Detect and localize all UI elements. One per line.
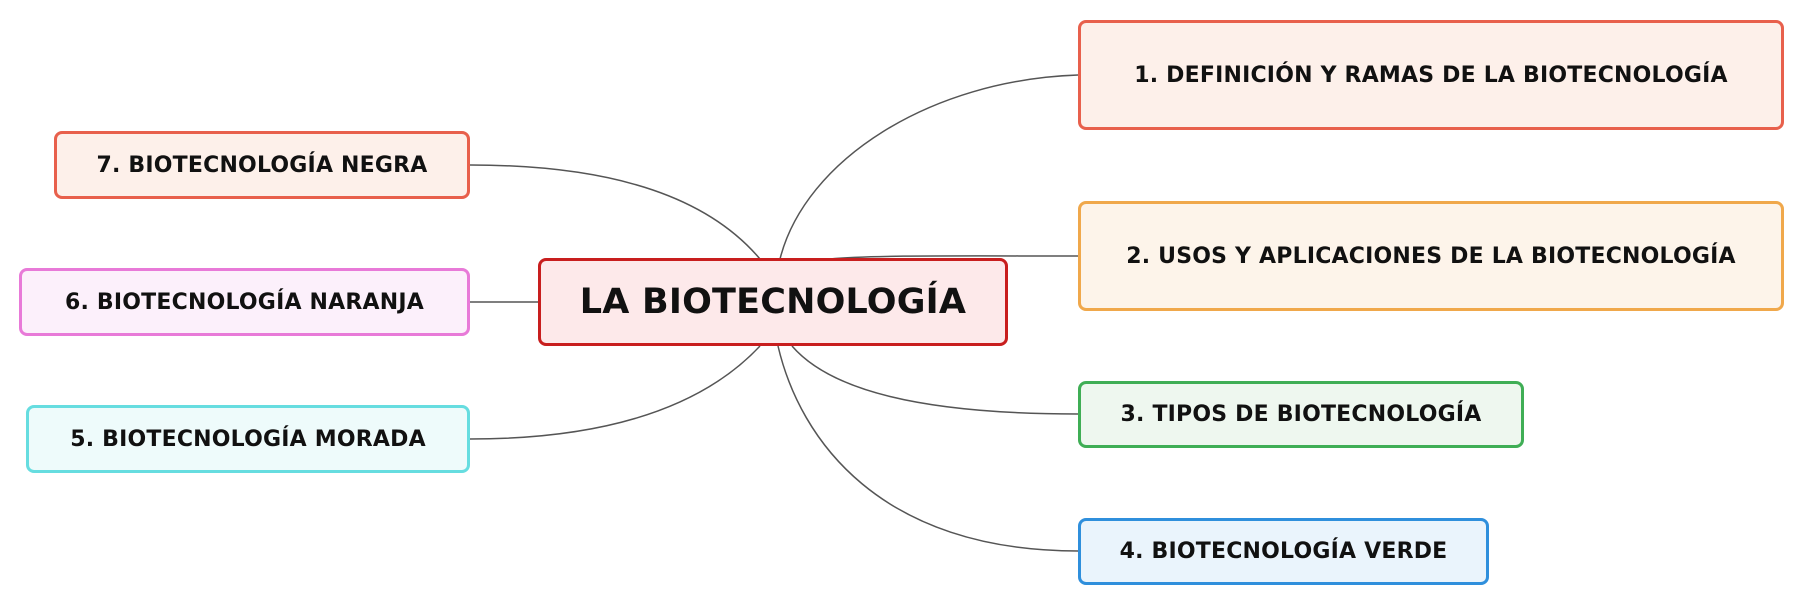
connector-negra bbox=[469, 164, 761, 260]
connector-morada bbox=[469, 345, 761, 440]
connector-tipos bbox=[791, 345, 1079, 415]
root-topic-label: LA BIOTECNOLOGÍA bbox=[579, 282, 967, 322]
branch-label: 6. BIOTECNOLOGÍA NARANJA bbox=[65, 289, 424, 315]
connector-usos bbox=[829, 255, 1079, 260]
connector-verde bbox=[777, 345, 1079, 552]
branch-tipos[interactable]: 3. TIPOS DE BIOTECNOLOGÍA bbox=[1078, 381, 1524, 448]
branch-label: 5. BIOTECNOLOGÍA MORADA bbox=[70, 426, 426, 452]
branch-label: 4. BIOTECNOLOGÍA VERDE bbox=[1119, 539, 1448, 564]
branch-biotecnologia-morada[interactable]: 5. BIOTECNOLOGÍA MORADA bbox=[26, 405, 470, 473]
branch-usos-y-aplicaciones[interactable]: 2. USOS Y APLICACIONES DE LA BIOTECNOLOG… bbox=[1078, 201, 1784, 311]
branch-label: 7. BIOTECNOLOGÍA NEGRA bbox=[96, 152, 428, 178]
branch-label: 1. DEFINICIÓN Y RAMAS DE LA BIOTECNOLOGÍ… bbox=[1134, 62, 1728, 88]
branch-biotecnologia-naranja[interactable]: 6. BIOTECNOLOGÍA NARANJA bbox=[19, 268, 470, 336]
branch-label: 3. TIPOS DE BIOTECNOLOGÍA bbox=[1120, 402, 1482, 427]
root-topic[interactable]: LA BIOTECNOLOGÍA bbox=[538, 258, 1008, 346]
connector-definicion bbox=[779, 74, 1079, 260]
branch-label: 2. USOS Y APLICACIONES DE LA BIOTECNOLOG… bbox=[1126, 243, 1736, 269]
branch-biotecnologia-negra[interactable]: 7. BIOTECNOLOGÍA NEGRA bbox=[54, 131, 470, 199]
branch-definicion-y-ramas[interactable]: 1. DEFINICIÓN Y RAMAS DE LA BIOTECNOLOGÍ… bbox=[1078, 20, 1784, 130]
branch-biotecnologia-verde[interactable]: 4. BIOTECNOLOGÍA VERDE bbox=[1078, 518, 1489, 585]
